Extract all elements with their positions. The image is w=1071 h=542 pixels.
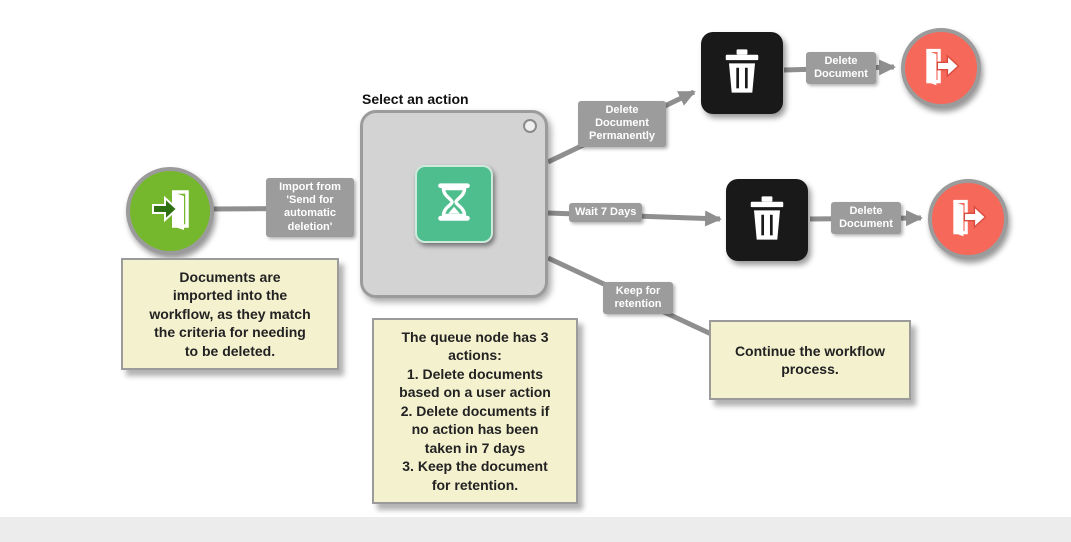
queue-action-tile[interactable] bbox=[415, 165, 493, 243]
edge-label-keep-retention[interactable]: Keep for retention bbox=[603, 282, 673, 315]
end-event-node-top[interactable] bbox=[901, 28, 981, 108]
note-continue[interactable]: Continue the workflow process. bbox=[709, 320, 911, 400]
start-event-node[interactable] bbox=[126, 167, 214, 255]
edge-label-delete-document-top[interactable]: Delete Document bbox=[806, 52, 876, 85]
door-exit-icon bbox=[946, 195, 990, 244]
note-queue-actions[interactable]: The queue node has 3 actions: 1. Delete … bbox=[372, 318, 578, 505]
edge-label-import[interactable]: Import from 'Send for automatic deletion… bbox=[266, 178, 354, 237]
queue-status-dot bbox=[523, 119, 537, 133]
door-enter-icon bbox=[146, 185, 194, 238]
door-exit-icon bbox=[919, 44, 963, 93]
note-import[interactable]: Documents are imported into the workflow… bbox=[121, 258, 339, 371]
edge-label-wait-7-days[interactable]: Wait 7 Days bbox=[569, 203, 643, 223]
trash-icon bbox=[716, 45, 768, 102]
hourglass-icon bbox=[431, 179, 477, 230]
queue-node-title: Select an action bbox=[362, 91, 469, 107]
canvas-footer-strip bbox=[0, 517, 1071, 542]
queue-node[interactable] bbox=[360, 110, 548, 298]
delete-node-top[interactable] bbox=[701, 32, 783, 114]
edge-label-delete-permanently[interactable]: Delete Document Permanently bbox=[578, 101, 666, 147]
edge-label-delete-document-middle[interactable]: Delete Document bbox=[831, 202, 901, 235]
end-event-node-middle[interactable] bbox=[928, 179, 1008, 259]
trash-icon bbox=[741, 192, 793, 249]
delete-node-middle[interactable] bbox=[726, 179, 808, 261]
